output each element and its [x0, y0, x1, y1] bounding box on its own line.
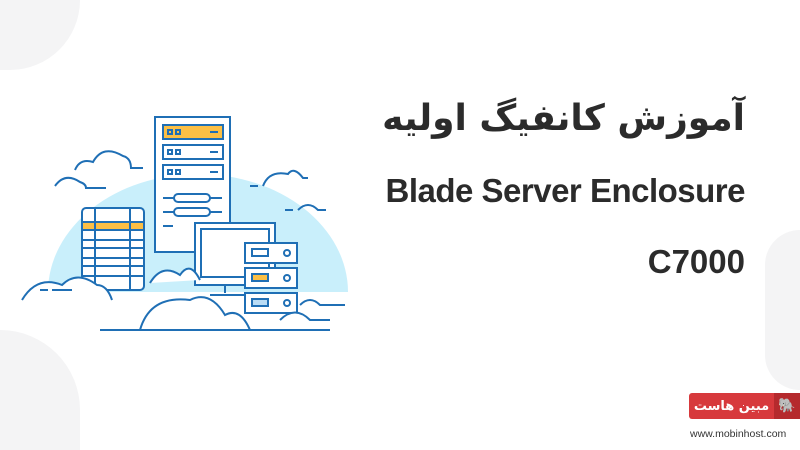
bottom-clouds — [21, 267, 345, 331]
brand-logo[interactable]: مبین هاست 🐘 — [689, 393, 800, 419]
cloud-icon — [54, 150, 326, 211]
background-shape — [765, 230, 800, 390]
brand-name: مبین هاست — [689, 393, 774, 419]
tower-server — [154, 116, 231, 253]
rack-server — [81, 207, 145, 291]
elephant-icon: 🐘 — [774, 393, 800, 419]
title-persian: آموزش کانفیگ اولیه — [382, 98, 745, 139]
website-url[interactable]: www.mobinhost.com — [690, 428, 787, 440]
title-model: C7000 — [647, 243, 745, 280]
small-servers — [244, 242, 298, 314]
server-cloud-illustration — [21, 116, 348, 331]
title-product: Blade Server Enclosure — [385, 172, 745, 209]
